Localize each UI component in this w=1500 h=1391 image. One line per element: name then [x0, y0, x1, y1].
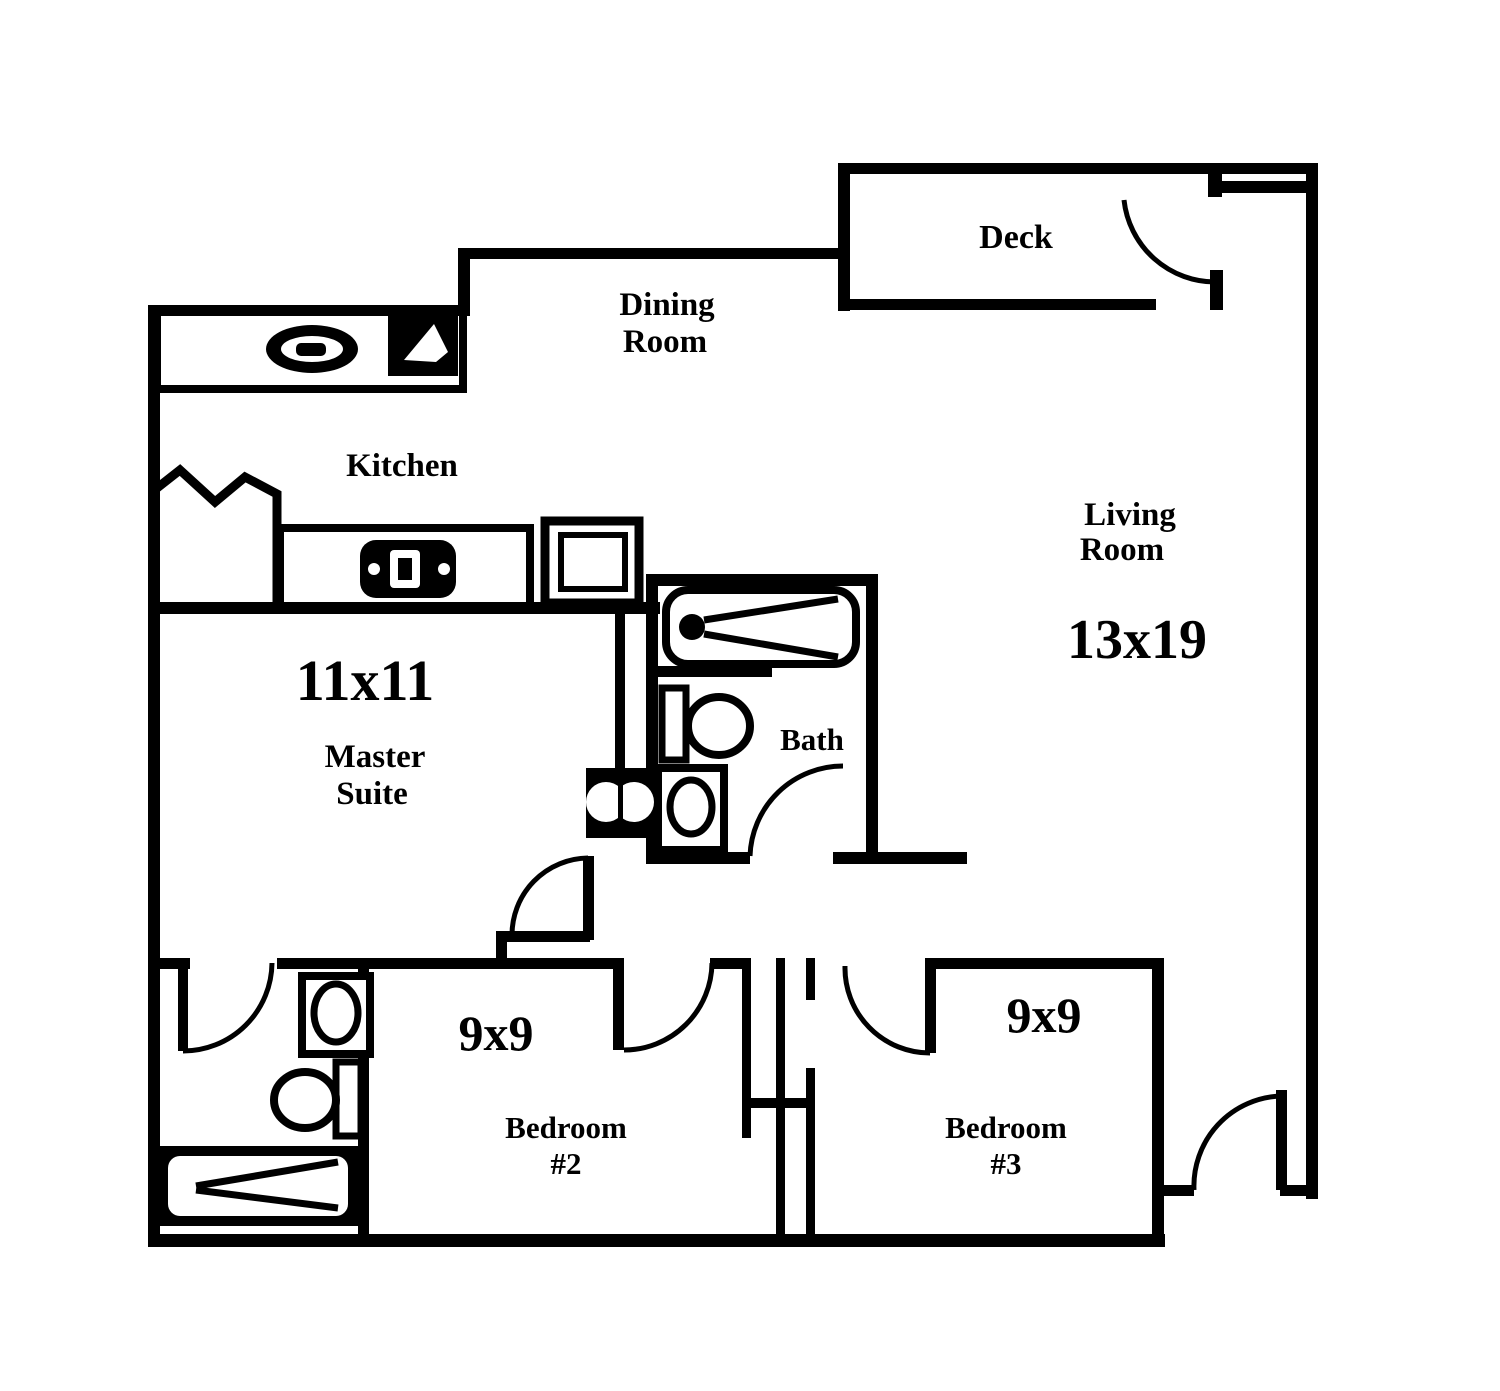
wall-bath-north [646, 574, 878, 586]
bathtub [662, 586, 860, 668]
dining-room-label-line1: Dining [619, 287, 715, 323]
master-suite-label-line1: Master [325, 739, 426, 775]
master-tub-lines [195, 1158, 339, 1212]
corner-appliance-detail [404, 324, 448, 362]
kitchen-label: Kitchen [346, 448, 458, 484]
bedroom3-label-line1: Bedroom [945, 1110, 1067, 1145]
stove-burner-left [368, 563, 380, 575]
wall-entry-stub-left [1152, 1185, 1194, 1196]
wall-deck-left [838, 163, 850, 311]
hall-fixture-bowl-right [614, 782, 654, 822]
toilet-tank [658, 684, 690, 764]
wall-master-door-jamb [583, 856, 594, 940]
wall-bath-south-right [833, 852, 967, 864]
kitchen-sink-divider [296, 343, 326, 356]
bathtub-drain [679, 614, 705, 640]
bathtub-lines [703, 595, 839, 661]
wall-bath-east [866, 574, 878, 864]
deck-door-arc [1121, 199, 1217, 285]
bath-vanity-sink [666, 776, 716, 838]
wall-bottom [148, 1234, 1165, 1247]
master-suite-label-line2: Suite [336, 776, 408, 812]
wall-suite-south-a [148, 958, 190, 969]
bedroom2-dimensions: 9x9 [459, 1005, 534, 1061]
wall-deck-bottom [838, 299, 1156, 310]
entry-door-arc [1191, 1093, 1282, 1191]
hall-fixture-divider [618, 772, 623, 834]
kitchen-fixtures [149, 305, 644, 610]
room-labels: Deck Dining Room Kitchen Living Room 13x… [296, 219, 1207, 1181]
wall-suite-south-b [277, 958, 622, 969]
bath-label: Bath [780, 722, 844, 757]
master-bath-fixtures [155, 972, 374, 1226]
wall-bath-south-left [646, 852, 750, 864]
master-suite-dimensions: 11x11 [296, 648, 435, 713]
wall-master-door-stub [498, 931, 590, 942]
toilet-bowl [684, 693, 754, 759]
wall-bedroom3-north [934, 958, 1156, 969]
refrigerator [149, 464, 282, 602]
bedroom3-door-leaf [925, 958, 936, 1053]
wall-chase-c-top [806, 958, 815, 1000]
wall-bedroom3-east [1152, 958, 1164, 1247]
wall-master-step [496, 931, 507, 963]
bedroom3-label-line2: #3 [991, 1146, 1022, 1181]
entry-door-leaf [1276, 1090, 1287, 1190]
master-toilet-bowl [270, 1068, 340, 1132]
wall-left [148, 305, 160, 1245]
bedroom2-door-leaf [613, 958, 624, 1050]
wall-chase-west [615, 602, 625, 774]
door-arcs [182, 199, 1282, 1191]
wall-chase-c-bottom [806, 1068, 815, 1246]
range-box-inner [558, 532, 628, 592]
wall-deck-door-stub [1210, 270, 1223, 310]
master-door-arc [509, 855, 589, 937]
exterior-walls [148, 163, 1318, 1247]
wall-tub-enclosure [646, 666, 772, 677]
bedroom2-door-arc [623, 962, 715, 1053]
bedroom3-dimensions: 9x9 [1007, 987, 1082, 1043]
bath-fixtures [586, 586, 860, 854]
wall-deck-top [838, 163, 1318, 174]
hall-fixture-bowl-left [586, 782, 626, 822]
stove-knob [398, 558, 412, 580]
wall-deck-notch-horizontal [1218, 181, 1310, 193]
master-bath-door-leaf [178, 963, 188, 1051]
kitchen-upper-counter [153, 305, 467, 393]
wall-right [1306, 163, 1318, 1199]
wall-entry-stub-right [1280, 1185, 1318, 1196]
dining-room-label-line2: Room [623, 324, 707, 360]
deck-label: Deck [979, 219, 1053, 256]
wall-chase-a [742, 958, 751, 1138]
master-bath-door-arc [182, 962, 275, 1054]
kitchen-lower-counter [276, 524, 534, 610]
wall-step-vertical [458, 248, 470, 316]
master-vanity-sink [310, 980, 362, 1046]
living-room-dimensions: 13x19 [1067, 609, 1207, 671]
wall-dining-top [458, 248, 850, 259]
bedroom3-door-arc [842, 965, 931, 1056]
bedroom2-label-line2: #2 [551, 1146, 582, 1181]
stove-burner-right [438, 563, 450, 575]
living-room-label-line1: Living [1084, 497, 1176, 533]
wall-bedroom2-north-right [710, 958, 750, 969]
bedroom2-label-line1: Bedroom [505, 1110, 627, 1145]
living-room-label-line2: Room [1080, 532, 1164, 568]
wall-chase-connector [742, 1098, 815, 1108]
bath-door-arc [747, 763, 844, 857]
